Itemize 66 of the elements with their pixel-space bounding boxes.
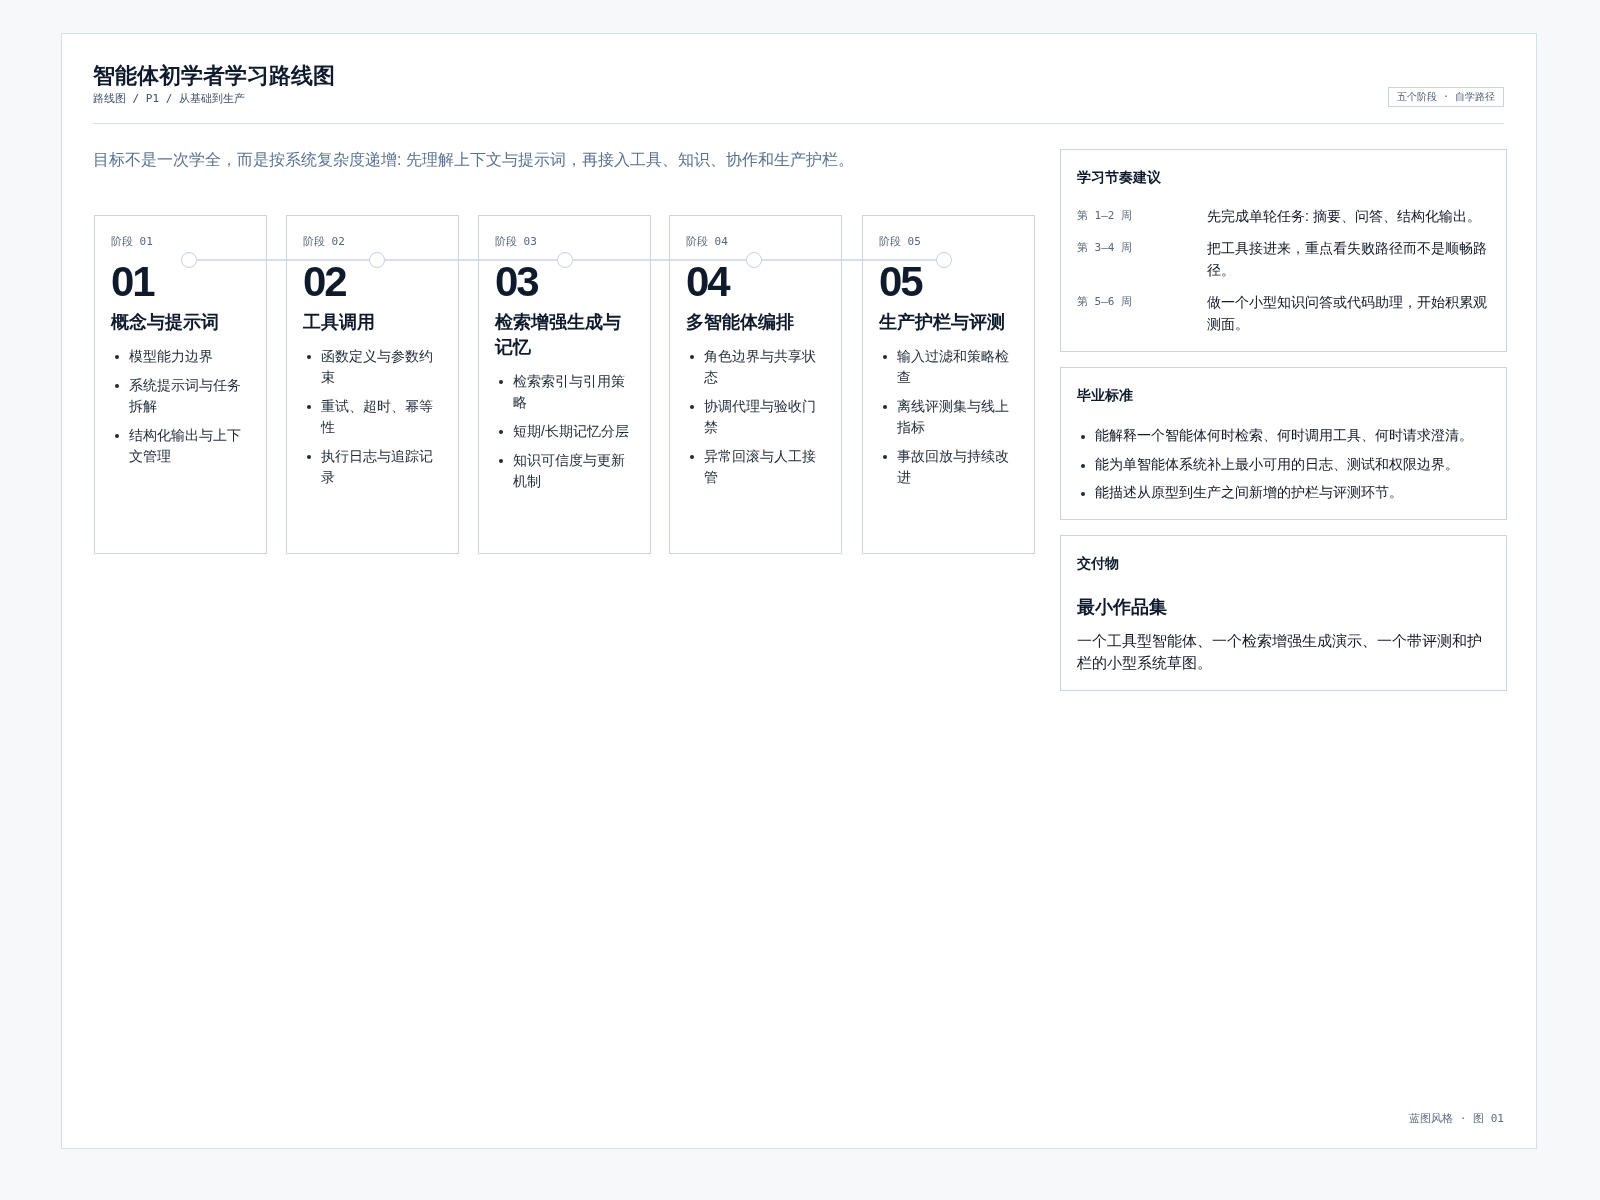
stage-number: 04: [686, 260, 729, 304]
deliverable-text: 一个工具型智能体、一个检索增强生成演示、一个带评测和护栏的小型系统草图。: [1077, 631, 1483, 673]
stage-number: 01: [111, 260, 154, 304]
page-title: 智能体初学者学习路线图: [93, 62, 335, 90]
timeline-circle: [746, 252, 762, 268]
stage-label: 阶段 05: [879, 235, 921, 249]
stage-label: 阶段 04: [686, 235, 728, 249]
stage-number: 02: [303, 260, 346, 304]
info-panel: [1060, 149, 1507, 352]
list-item: 离线评测集与线上指标: [879, 396, 1018, 438]
stage-card: [286, 215, 459, 554]
timeline-connector: [384, 259, 558, 261]
timeline-connector: [196, 259, 370, 261]
stage-label: 阶段 03: [495, 235, 537, 249]
footer-text: 蓝图风格 · 图 01: [1409, 1112, 1504, 1126]
breadcrumb-text: 路线图 / P1 / 从基础到生产: [93, 92, 245, 106]
stage-label: 阶段 02: [303, 235, 345, 249]
list-item: 角色边界与共享状态: [686, 346, 825, 388]
panel-heading: 交付物: [1077, 554, 1119, 573]
list-item: 异常回滚与人工接管: [686, 446, 825, 488]
list-item: 模型能力边界: [111, 346, 250, 367]
week-label: 第 3–4 周: [1077, 240, 1133, 256]
list-item: 重试、超时、幂等性: [303, 396, 442, 438]
stage-title: 生产护栏与评测: [879, 311, 1006, 334]
week-label: 第 1–2 周: [1077, 208, 1133, 224]
stage-title: 检索增强生成与记忆: [495, 311, 622, 359]
timeline-circle: [557, 252, 573, 268]
tag-label: 五个阶段 · 自学路径: [1387, 87, 1504, 107]
schedule-text: 把工具接进来，重点看失败路径而不是顺畅路径。: [1207, 239, 1488, 280]
timeline-circle: [936, 252, 952, 268]
schedule-text: 做一个小型知识问答或代码助理，开始积累观测面。: [1207, 293, 1488, 334]
schedule-text: 先完成单轮任务: 摘要、问答、结构化输出。: [1207, 207, 1482, 226]
stage-label: 阶段 01: [111, 235, 153, 249]
stage-title: 多智能体编排: [686, 311, 795, 334]
stage-number: 05: [879, 260, 922, 304]
week-label: 第 5–6 周: [1077, 294, 1133, 310]
info-panel: [1060, 367, 1507, 520]
list-item: 结构化输出与上下文管理: [111, 425, 250, 467]
stage-title: 工具调用: [303, 311, 376, 334]
timeline-circle: [181, 252, 197, 268]
stage-card: [669, 215, 842, 554]
timeline-connector: [572, 259, 747, 261]
list-item: 能为单智能体系统补上最小可用的日志、测试和权限边界。: [1077, 453, 1459, 476]
list-item: 函数定义与参数约束: [303, 346, 442, 388]
stage-number: 03: [495, 260, 538, 304]
list-item: 短期/长期记忆分层: [495, 421, 634, 442]
list-item: 输入过滤和策略检查: [879, 346, 1018, 388]
stage-card: [862, 215, 1035, 554]
list-item: 知识可信度与更新机制: [495, 450, 634, 492]
timeline-circle: [369, 252, 385, 268]
stage-card: [478, 215, 651, 554]
panel-heading: 毕业标准: [1077, 386, 1133, 405]
stage-card: [94, 215, 267, 554]
list-item: 能解释一个智能体何时检索、何时调用工具、何时请求澄清。: [1077, 425, 1473, 447]
timeline-connector: [761, 259, 937, 261]
list-item: 执行日志与追踪记录: [303, 446, 442, 488]
intro-text: 目标不是一次学全，而是按系统复杂度递增: 先理解上下文与提示词，再接入工具、知识、协作和生产护栏。: [93, 150, 854, 170]
deliverable-title: 最小作品集: [1077, 596, 1167, 619]
list-item: 检索索引与引用策略: [495, 371, 634, 413]
info-panel: [1060, 535, 1507, 691]
list-item: 事故回放与持续改进: [879, 446, 1018, 488]
list-item: 能描述从原型到生产之间新增的护栏与评测环节。: [1077, 482, 1403, 504]
panel-heading: 学习节奏建议: [1077, 168, 1161, 187]
list-item: 协调代理与验收门禁: [686, 396, 825, 438]
stage-title: 概念与提示词: [111, 311, 220, 334]
list-item: 系统提示词与任务拆解: [111, 375, 250, 417]
